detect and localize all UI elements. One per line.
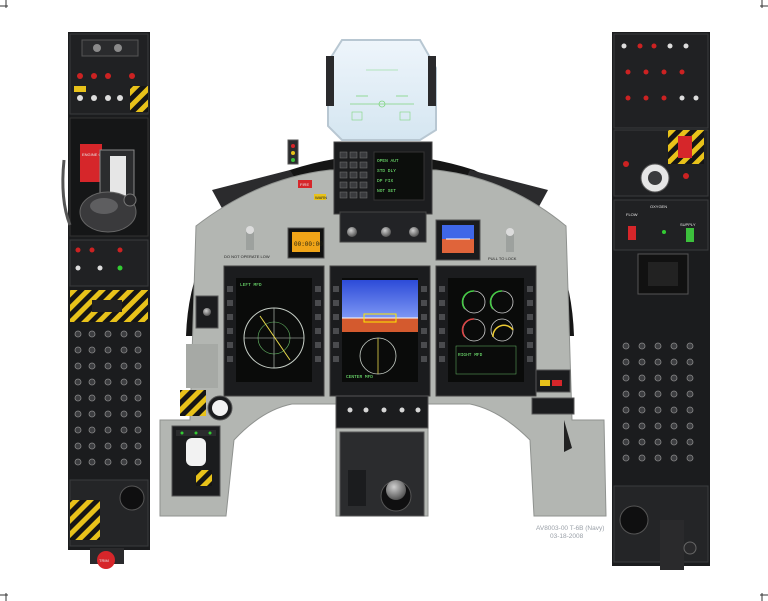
- engine-cutoff-label: ENGINE CUTOFF: [82, 152, 115, 157]
- warn-light-label: WARN: [315, 195, 327, 200]
- oxygen-label: OXYGEN: [650, 204, 667, 209]
- center-mfd-label: CENTER MFD: [346, 374, 373, 380]
- left-mfd: LEFT MFD: [223, 265, 325, 397]
- right-circuit-breakers[interactable]: [622, 342, 694, 462]
- caption-line-1: AV8003-00 T-6B (Navy): [536, 525, 604, 532]
- warn-light[interactable]: [314, 194, 326, 200]
- ufcp-knob-left[interactable]: [347, 227, 357, 237]
- lower-switch-row[interactable]: [347, 407, 421, 413]
- placard-right: PULL TO LOCK: [488, 256, 517, 261]
- right-console: OXYGEN FLOW SUPPLY: [612, 32, 710, 570]
- left-mfd-bezel-buttons[interactable]: [227, 286, 321, 362]
- trim-label: TRIM: [99, 558, 109, 563]
- left-mfd-label: LEFT MFD: [240, 282, 262, 288]
- oxygen-panel: OXYGEN FLOW SUPPLY: [613, 199, 709, 251]
- ufcp-knob-right[interactable]: [409, 227, 419, 237]
- fire-light[interactable]: [298, 180, 312, 188]
- left-switch[interactable]: [203, 308, 211, 316]
- left-console: ENGINE CUTOFF: [61, 32, 150, 569]
- flow-label: FLOW: [626, 212, 638, 217]
- fire-light-label: FIRE: [300, 182, 309, 187]
- trim-knob[interactable]: [97, 551, 115, 569]
- center-mfd-bezel-buttons[interactable]: [333, 286, 427, 362]
- control-stick-base[interactable]: [386, 480, 406, 500]
- ufcp: OPEN AUT STD DLY DP FIX NOT SET: [333, 141, 433, 243]
- oxygen-flow-switch[interactable]: [628, 226, 636, 240]
- hud: [327, 39, 437, 141]
- caption-line-2: 03-18-2008: [550, 533, 584, 540]
- left-mid-switches[interactable]: [75, 247, 123, 271]
- placard-left: DO NOT OPERATE LOW: [224, 254, 270, 259]
- ufcp-line-3: DP FIX: [377, 178, 394, 184]
- clock: 00:00:00: [287, 227, 325, 259]
- lower-center-console: [335, 395, 429, 517]
- right-mfd: RIGHT MFD: [435, 265, 537, 397]
- ufcp-line-4: NOT SET: [377, 188, 396, 194]
- standby-attitude: [435, 219, 481, 261]
- landing-gear-panel: [171, 425, 221, 497]
- ufcp-knob-center[interactable]: [381, 227, 391, 237]
- left-top-switches[interactable]: [77, 73, 135, 101]
- ufcp-keypad[interactable]: [339, 151, 368, 199]
- engine-cutoff-handle[interactable]: [80, 144, 102, 182]
- canopy-fracture-handle[interactable]: [678, 136, 692, 158]
- left-circuit-breakers[interactable]: [74, 330, 142, 466]
- supply-label: SUPPLY: [680, 222, 696, 227]
- clock-value: 00:00:00: [294, 241, 323, 248]
- right-top-switches[interactable]: [621, 43, 699, 101]
- right-lever[interactable]: [564, 420, 572, 452]
- ufcp-line-1: OPEN AUT: [377, 158, 399, 164]
- right-mfd-label: RIGHT MFD: [458, 352, 483, 358]
- right-mfd-bezel-buttons[interactable]: [439, 286, 533, 362]
- center-mfd: CENTER MFD: [329, 265, 431, 397]
- ufcp-line-2: STD DLY: [377, 168, 396, 174]
- gear-handle[interactable]: [186, 438, 206, 466]
- center-instrument-panel: OPEN AUT STD DLY DP FIX NOT SET FIRE WAR…: [159, 39, 607, 540]
- oxygen-regulator: [648, 262, 678, 286]
- oxygen-supply-switch[interactable]: [686, 228, 694, 242]
